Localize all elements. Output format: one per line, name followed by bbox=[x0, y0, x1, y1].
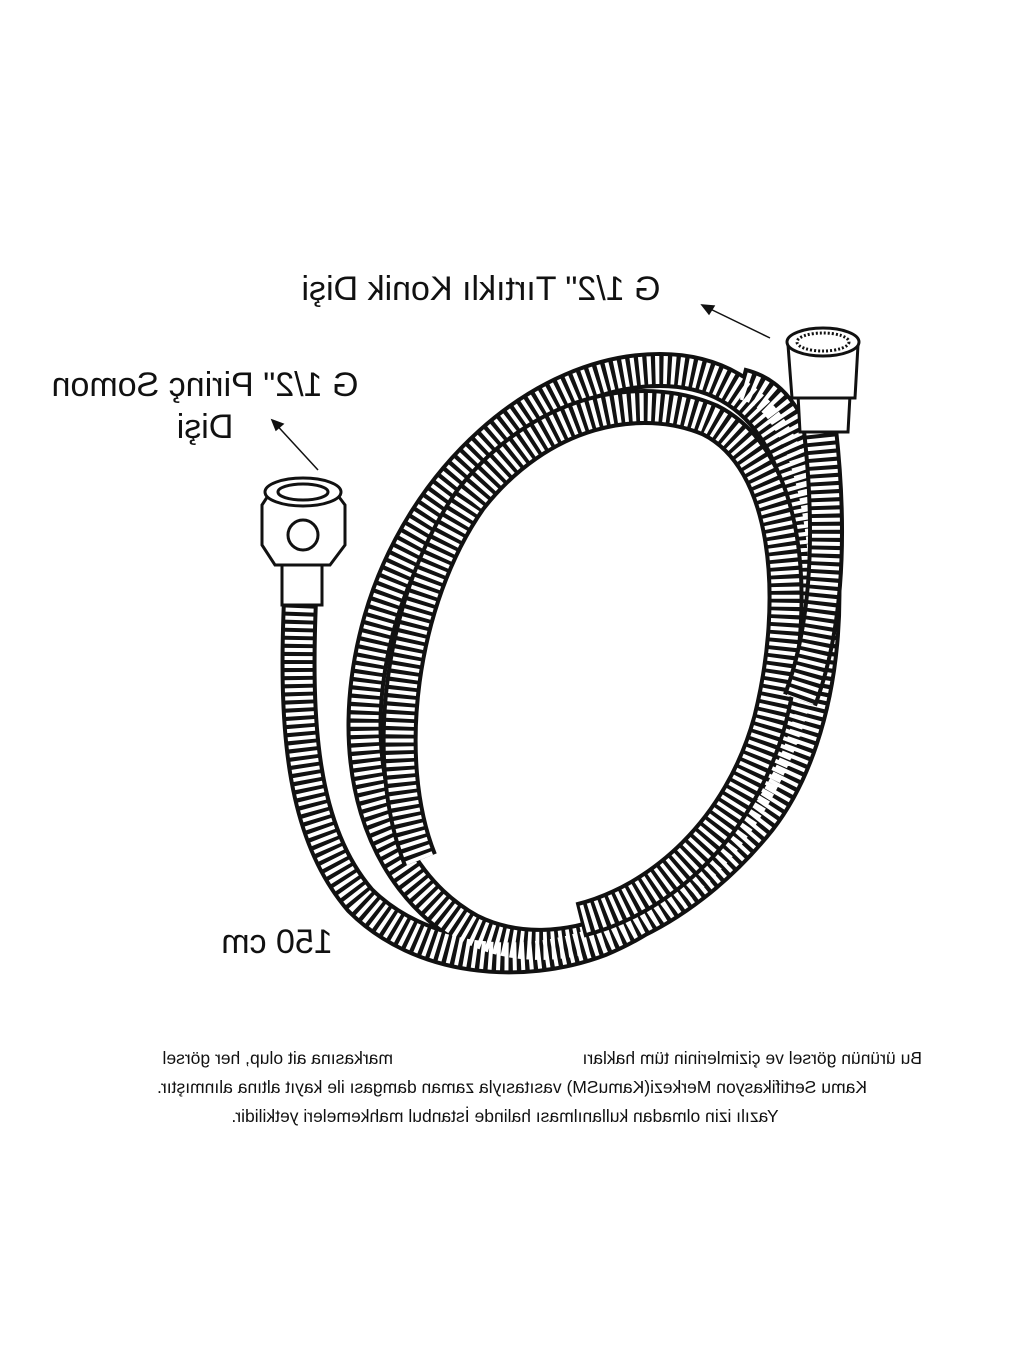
callout-arrows bbox=[270, 304, 771, 471]
right-fitting-label: G 1/2" Tırtıklı Konik Dişi bbox=[301, 270, 661, 308]
notice-line1-part2: markasına ait olup, her görsel bbox=[162, 1048, 393, 1068]
notice-line3: Yazılı izin olmadan kullanılması halinde… bbox=[231, 1106, 779, 1126]
left-fitting-label-line1: G 1/2" Pirinç Somon bbox=[51, 366, 359, 404]
left-nut-fitting bbox=[260, 476, 347, 607]
hose-coils bbox=[280, 351, 844, 975]
notice-line1-part1: Bu ürünün görsel ve çizimlerinin tüm hak… bbox=[582, 1048, 922, 1068]
left-fitting-label-line2: Dişi bbox=[176, 408, 234, 446]
right-conical-fitting bbox=[785, 326, 861, 434]
notice-line2: Kamu Sertifikasyon Merkezi(KamuSM) vasıt… bbox=[157, 1077, 867, 1097]
length-label: 150 cm bbox=[221, 923, 333, 961]
